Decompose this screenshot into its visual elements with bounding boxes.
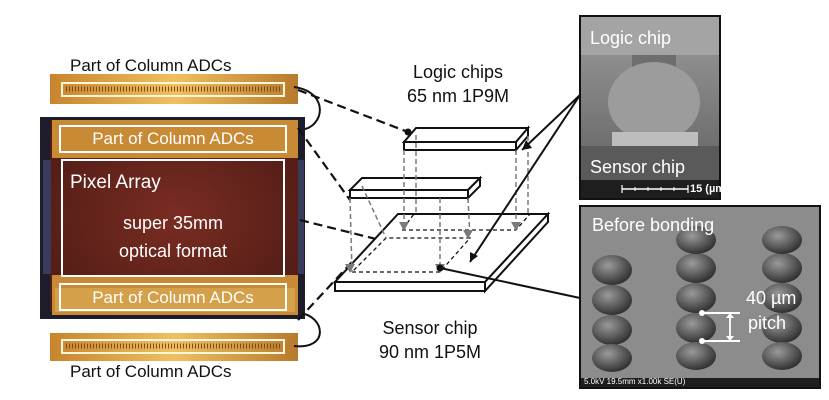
bottom-adc-strip [50,333,298,361]
logic-chips-process: 65 nm 1P9M [406,86,510,106]
die-top-adc-label: Part of Column ADCs [92,129,254,148]
pitch-word-label: pitch [748,313,787,333]
top-loop-connector [293,86,321,131]
sem-scale-label: 15 (µm) [690,183,729,195]
sensor-die [40,117,305,319]
sem-sensor-chip-label: Sensor chip [590,157,686,177]
leader-top-2 [297,127,351,201]
sem-bumps [579,205,821,389]
pitch-value-label: 40 µm [746,288,797,308]
pointer-to-sem-top-a [521,94,581,151]
format-line-2: optical format [118,241,228,261]
format-line-1: super 35mm [122,213,224,233]
sem-cross-section [579,15,721,200]
leader-top [297,88,409,134]
sensor-chip-process: 90 nm 1P5M [378,342,482,362]
pointer-to-sem-top-b [469,94,581,263]
top-strip-label: Part of Column ADCs [70,56,232,75]
top-adc-strip [50,74,298,104]
bottom-strip-label: Part of Column ADCs [70,362,232,381]
sensor-chip-title: Sensor chip [382,318,478,338]
pointer-to-sem-bottom [439,267,581,299]
logic-chips-title: Logic chips [412,62,504,82]
stack-diagram [332,125,551,294]
leader-mid [299,218,381,242]
sem-footer: 5.0kV 19.5mm x1.00k SE(U) [584,377,686,386]
pixel-array-label: Pixel Array [70,172,161,193]
die-bottom-adc-label: Part of Column ADCs [92,288,254,307]
bottom-loop-connector [293,312,321,348]
sem-before-bonding-label: Before bonding [592,215,715,235]
sem-logic-chip-label: Logic chip [590,28,672,48]
